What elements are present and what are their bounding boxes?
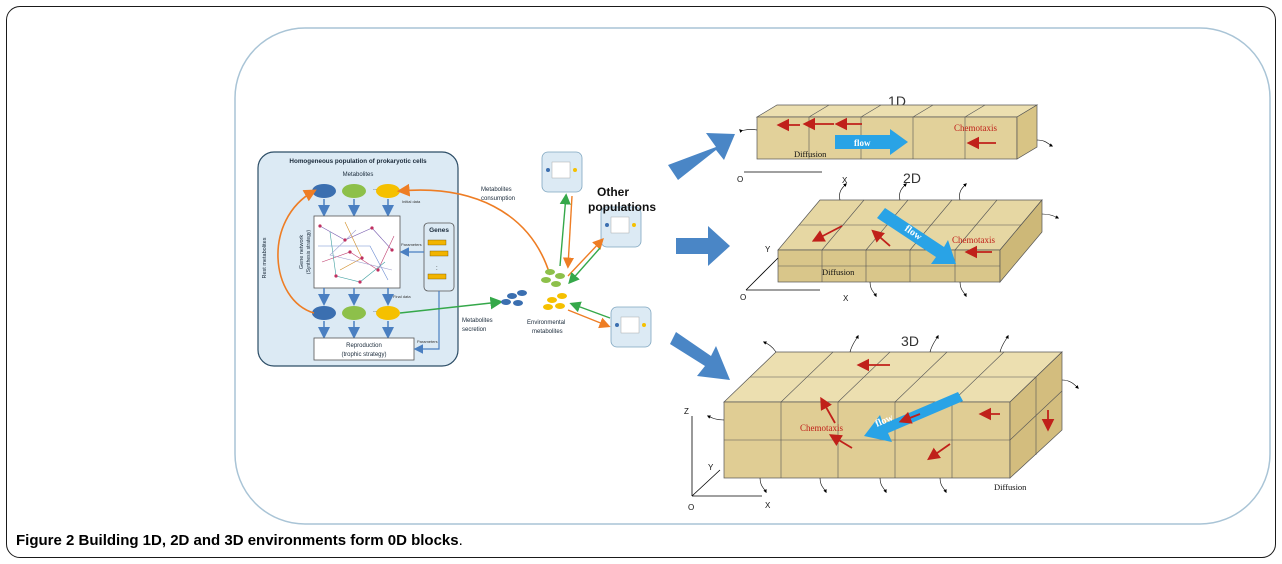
genes-label: Genes [429,227,449,234]
svg-text:.: . [436,263,438,269]
arrow-to-3d [670,332,730,380]
cell-population-panel: Homogeneous population of prokaryotic ce… [257,151,459,367]
consumption-label-1: Metabolites [481,187,512,193]
env-3d-diffusion: Diffusion [994,482,1027,492]
consumption-arrow [396,183,551,276]
env-1d-diffusion: Diffusion [794,149,827,159]
figure-frame [6,6,1276,558]
env-2d-axis-o: O [740,293,746,302]
metabolite-exchange: Metabolites consumption Metabolites secr… [396,151,656,348]
env-1d-flow-label: flow [854,138,871,148]
gene-network-box [313,215,401,289]
gene-network-label: Gene network [299,235,305,269]
caption-label: Figure 2 [16,532,75,549]
consumption-label-2: consumption [481,196,515,202]
secretion-arrow [399,296,504,314]
parameters-bottom-label: Parameters [417,339,438,344]
metabolites-label: Metabolites [343,172,374,178]
metabolite-green-top [342,184,366,198]
caption-period: . [458,532,463,549]
env-metabolites-yellow [543,293,567,310]
svg-text:.: . [436,266,438,272]
synthesis-strategy-label: (Synthesis strategy) [306,230,312,275]
secretion-label-2: secretion [462,327,486,333]
env-3d-axis-x: X [765,501,771,510]
trophic-strategy-label: (trophic strategy) [341,352,386,358]
metabolite-yellow-top [376,184,400,198]
env-metabolites-green [541,269,565,287]
other-population-bottom [610,306,652,348]
environmental-label-1: Environmental [527,320,565,326]
secretion-label-1: Metabolites [462,318,493,324]
env-1d-chemotaxis: Chemotaxis [954,123,997,133]
expansion-arrows [668,133,735,380]
env-2d-axis-x: X [843,294,849,303]
final-data-label: Final data [393,294,411,299]
env-3d-axis-z: Z [684,407,689,416]
metabolite-blue-top [312,184,336,198]
other-populations-label-1: Other [597,185,629,199]
figure-caption: Figure 2 Building 1D, 2D and 3D environm… [16,532,463,549]
env-3d-axis-y: Y [708,463,714,472]
rest-metabolites-arrow [277,189,317,314]
other-population-top [541,151,583,193]
initial-data-label: Initial data [402,199,421,204]
env-1d-axis-o: O [737,175,743,184]
env-3d-title: 3D [901,333,919,349]
env-2d-chemotaxis: Chemotaxis [952,235,995,245]
env-2d-title: 2D [903,170,921,186]
arrow-to-1d [668,133,735,180]
reproduction-label: Reproduction [346,343,382,349]
env-2d-flow-arrow [877,208,956,264]
env-1d-flow-arrow [835,129,908,155]
env-2d-axis-y: Y [765,245,771,254]
environment-1d: 1D Chemotaxis flow Diffusion O X [737,93,1054,185]
ellipsis-bottom: ... [373,307,379,314]
caption-text: Building 1D, 2D and 3D environments form… [78,532,459,549]
env-metabolites-blue [501,290,527,306]
rest-metabolites-label: Rest metabolites [262,237,268,278]
environmental-label-2: metabolites [532,329,563,335]
env-3d-axis-o: O [688,503,694,512]
other-population-middle [600,206,642,248]
parameters-top-label: Parameters [401,242,422,247]
env-3d-chemotaxis: Chemotaxis [800,423,843,433]
panel-title: Homogeneous population of prokaryotic ce… [289,158,427,165]
figure-diagram: Homogeneous population of prokaryotic ce… [234,27,1271,525]
ellipsis-top: ... [373,185,379,192]
metabolite-yellow-bottom [376,306,400,320]
metabolite-green-bottom [342,306,366,320]
env-1d-axis-x: X [842,176,848,185]
metabolite-blue-bottom [312,306,336,320]
arrow-to-2d [676,226,730,266]
env-2d-diffusion: Diffusion [822,267,855,277]
environment-2d: 2D flow Chemotaxis Diffusion [740,170,1060,303]
environment-3d: 3D flow Chemotaxis Diffusion [684,333,1079,512]
other-populations-label-2: populations [588,200,656,214]
